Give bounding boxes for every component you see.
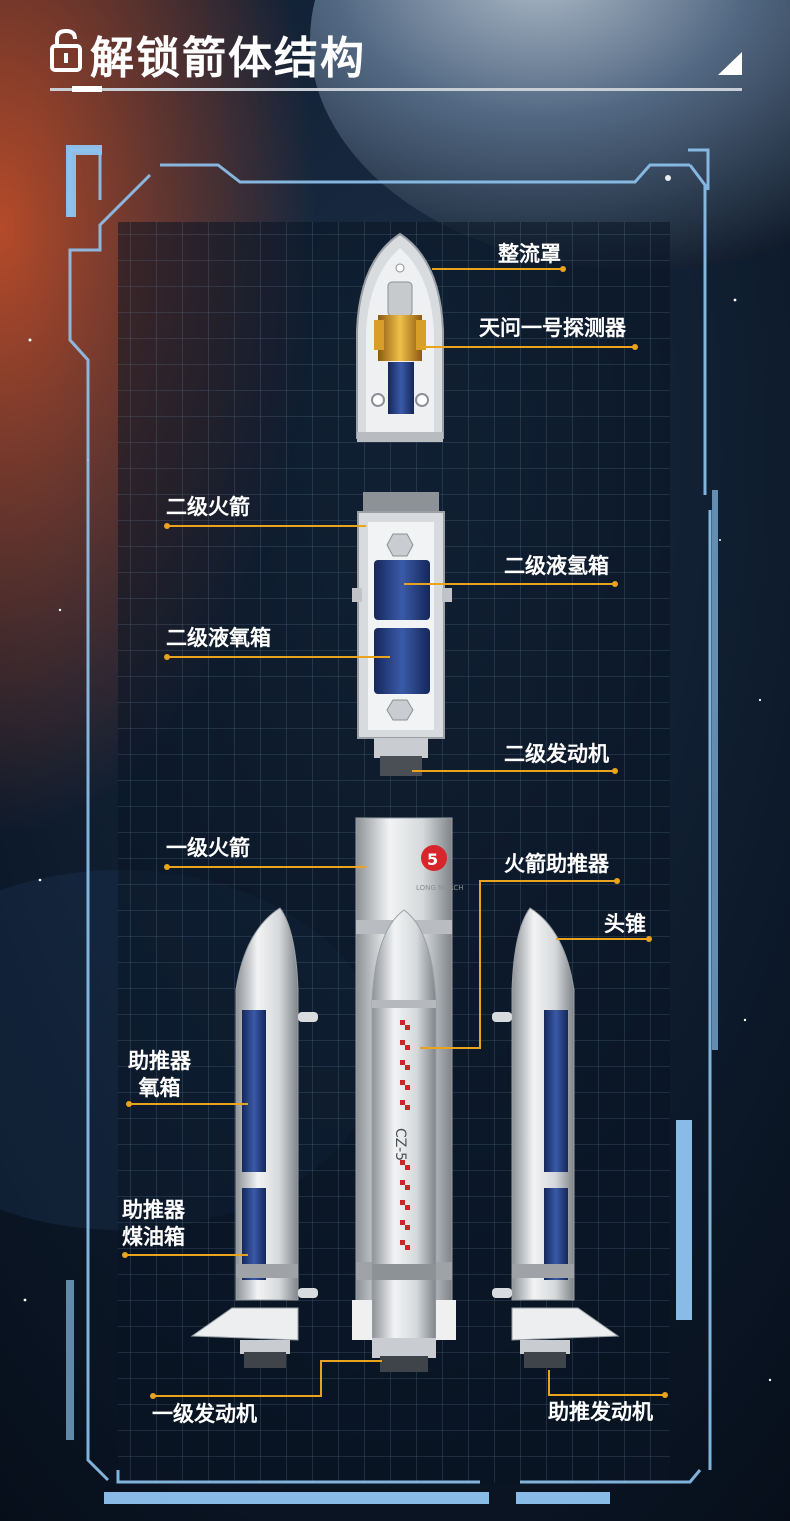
leader-dot: [646, 936, 652, 942]
long-march-brand: LONG MARCH: [416, 884, 464, 892]
leader-dot: [612, 768, 618, 774]
leader-dot: [150, 1393, 156, 1399]
label-probe: 天问一号探测器: [479, 316, 626, 340]
leader-stage1-engine: [154, 1395, 322, 1397]
leader-booster-bottom: [420, 1047, 481, 1049]
leader-stage1-engine-vertical: [320, 1360, 322, 1397]
lock-icon: [50, 28, 82, 72]
page-title: 解锁箭体结构: [90, 33, 366, 84]
label-stage2-lox: 二级液氧箱: [166, 626, 271, 650]
leader-dot: [164, 654, 170, 660]
leader-dot: [632, 344, 638, 350]
label-stage1: 一级火箭: [166, 836, 250, 860]
label-booster-engine: 助推发动机: [548, 1400, 653, 1424]
label-booster-kero: 助推器 煤油箱: [122, 1197, 185, 1251]
label-booster-lox: 助推器 氧箱: [128, 1048, 191, 1102]
leader-booster-lox: [130, 1103, 248, 1105]
leader-probe: [420, 346, 635, 348]
leader-dot: [126, 1101, 132, 1107]
leader-booster-vertical: [479, 880, 481, 1048]
label-stage2-engine: 二级发动机: [504, 742, 609, 766]
label-booster-kero-line1: 助推器: [122, 1198, 185, 1222]
leader-dot: [122, 1252, 128, 1258]
leader-stage2: [168, 525, 366, 527]
leader-dot: [662, 1392, 668, 1398]
label-booster: 火箭助推器: [504, 852, 609, 876]
label-nose-cone: 头锥: [604, 912, 646, 936]
leader-nose-cone: [556, 938, 650, 940]
label-stage1-engine: 一级发动机: [152, 1402, 257, 1426]
label-fairing: 整流罩: [498, 242, 561, 266]
label-stage2-lh2: 二级液氢箱: [504, 554, 609, 578]
leader-booster-engine: [548, 1394, 666, 1396]
leader-stage1-engine-top: [320, 1360, 382, 1362]
label-stage2: 二级火箭: [166, 495, 250, 519]
leader-dot: [164, 523, 170, 529]
cz5-mark: CZ-5: [392, 1128, 408, 1161]
leader-dot: [164, 864, 170, 870]
leader-stage2-lox: [168, 656, 390, 658]
leader-booster-kero: [126, 1254, 248, 1256]
label-booster-lox-line1: 助推器: [128, 1049, 191, 1073]
label-booster-lox-line2: 氧箱: [138, 1076, 181, 1100]
leader-dot: [614, 878, 620, 884]
leader-dot: [560, 266, 566, 272]
label-booster-kero-line2: 煤油箱: [122, 1225, 185, 1249]
svg-text:5: 5: [427, 850, 438, 869]
leader-stage1: [168, 866, 366, 868]
leader-stage2-lh2: [404, 583, 617, 585]
leader-dot: [612, 581, 618, 587]
leader-stage2-engine: [412, 770, 617, 772]
leader-booster-top: [480, 880, 618, 882]
leader-booster-engine-vertical: [548, 1370, 550, 1395]
leader-fairing: [432, 268, 564, 270]
